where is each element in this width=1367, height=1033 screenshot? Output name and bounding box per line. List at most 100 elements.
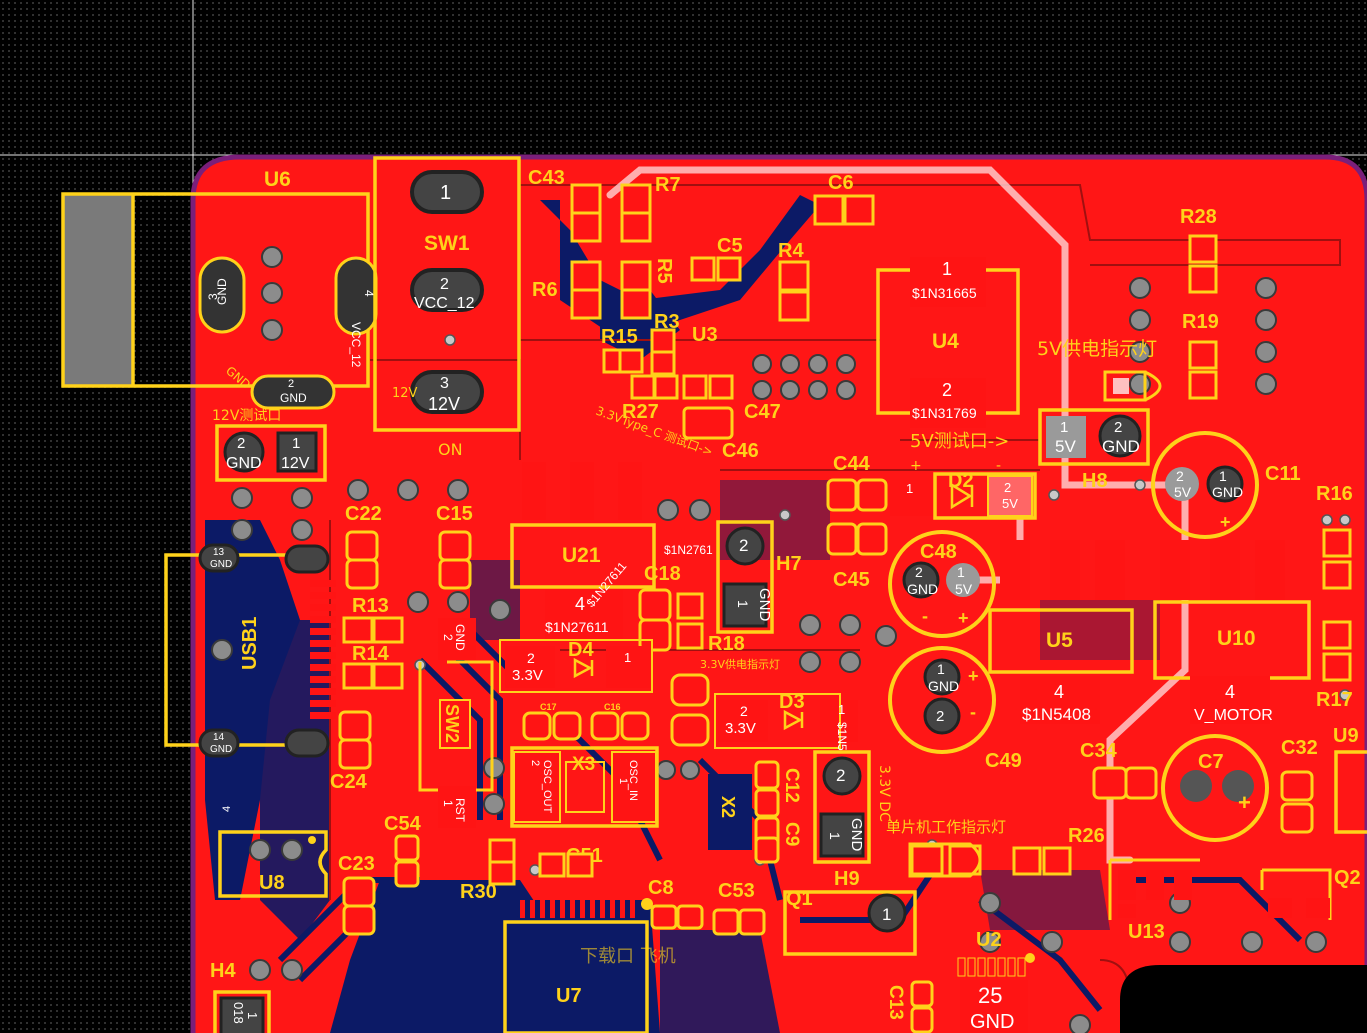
- c54-c23-u8[interactable]: C54 C23 U8 4: [218, 806, 422, 936]
- silk-components-u10: U10: [1217, 627, 1256, 650]
- sw2-reset[interactable]: SW2 GND 2 RST 1: [418, 618, 494, 828]
- u5-regulator[interactable]: U5 4 $1N5408: [988, 540, 1134, 724]
- silk-components-c49: C49: [985, 750, 1022, 772]
- h4-header[interactable]: H4 018 1: [210, 960, 271, 1033]
- silk-silk-notes-plus: +: [1238, 790, 1251, 815]
- silk-components-d3: D3: [779, 691, 805, 713]
- d2-diode[interactable]: 1 2 5V D2: [890, 470, 1037, 520]
- r16-r17[interactable]: R16 R17: [1316, 483, 1353, 711]
- u2-c13[interactable]: U2 25 GND C13: [885, 929, 1035, 1033]
- silk-pads-u2-25: 25: [978, 983, 1002, 1008]
- silk-components-c24: C24: [330, 771, 368, 793]
- u4-diode[interactable]: 1 $1N31665 U4 2 $1N31769: [876, 257, 1020, 428]
- silk-pads-u21-4: 4: [575, 594, 585, 614]
- silk-silk-notes-plus: +: [1220, 512, 1231, 532]
- silk-pads-usb-13: 13: [213, 547, 225, 558]
- silk-pads-u6-3: 3: [206, 293, 220, 300]
- silk-components-r27: R27: [622, 401, 659, 423]
- silk-silk-notes-minus: -: [922, 606, 928, 626]
- silk-components-u4: U4: [932, 330, 959, 353]
- silk-pads-rst-1: 1: [441, 800, 455, 807]
- silk-pads-d3-2: 2: [740, 703, 748, 719]
- silk-pads-h9-1: 1: [827, 832, 843, 840]
- c49-capacitor[interactable]: 1 GND 2 C49 + -: [888, 646, 1022, 772]
- silk-pads-x3-1: 1: [617, 778, 629, 784]
- silk-pads-u5-n: $1N5408: [1022, 705, 1091, 724]
- u13-q2[interactable]: U13 Q2: [1108, 858, 1361, 943]
- silk-pads-usb-gnd14: GND: [210, 744, 232, 755]
- silk-pads-u10-4: 4: [1225, 682, 1235, 702]
- sw1-switch[interactable]: 1 SW1 2 VCC_12 3 12V ON 12V: [373, 156, 521, 459]
- c34-c7-c32[interactable]: C34 C7 C32 U9 +: [1080, 725, 1367, 842]
- silk-pads-u4-n1: $1N31665: [912, 285, 977, 301]
- silk-pads-sw1-vcc: VCC_12: [414, 295, 475, 312]
- silk-pads-c11-5v: 5V: [1174, 484, 1192, 500]
- silk-components-c23: C23: [338, 853, 375, 875]
- silk-pads-d3-33: 3.3V: [725, 720, 756, 737]
- silk-silk-notes-plus: +: [968, 666, 979, 686]
- u7-mcu[interactable]: U7 下载口 飞机: [503, 900, 676, 1033]
- silk-pads-u4-2: 2: [942, 380, 952, 400]
- silk-pads-c49-gnd: GND: [928, 678, 959, 694]
- test-port-5v-h8[interactable]: 1 5V 2 GND H8 5V测试口-> + -: [910, 408, 1150, 492]
- silk-components-q2: Q2: [1334, 867, 1361, 889]
- silk-components-u21: U21: [562, 544, 601, 567]
- silk-pads-u6-gnd2: GND: [280, 391, 307, 405]
- silk-components-r17: R17: [1316, 689, 1353, 711]
- c44-c45[interactable]: C44 C45: [826, 453, 888, 591]
- c11-capacitor[interactable]: 2 5V 1 GND C11 +: [1151, 431, 1301, 539]
- silk-pads-h9-2: 2: [836, 766, 845, 785]
- silk-silk-notes-test5v: 5V测试口->: [910, 431, 1009, 452]
- silk-components-r5: R5: [653, 258, 675, 284]
- silk-components-c5: C5: [717, 235, 743, 257]
- h9-header[interactable]: 2 GND 1 H9 3.3V DC: [813, 750, 892, 890]
- silk-components-u2: U2: [976, 929, 1002, 951]
- silk-components-h8: H8: [1082, 470, 1108, 492]
- silk-components-r7: R7: [655, 174, 681, 196]
- silk-pads-d4-33: 3.3V: [512, 667, 543, 684]
- label-sw1: SW1: [424, 232, 470, 255]
- d3-diode[interactable]: 2 3.3V 1 $1N5 D3: [714, 691, 858, 751]
- silk-components-c53: C53: [718, 880, 755, 902]
- c18-r18[interactable]: C18 R18 3.3V供电指示灯: [638, 563, 780, 747]
- usb1-connector[interactable]: 13 GND 14 GND USB1: [164, 543, 336, 758]
- silk-pads-u4-n2: $1N31769: [912, 405, 977, 421]
- silk-pads-c48-gnd: GND: [907, 581, 938, 597]
- mcu-led-r26[interactable]: 单片机工作指示灯 R26: [886, 818, 1105, 878]
- c48-capacitor[interactable]: 2 GND 1 5V C48 - +: [888, 530, 996, 638]
- silk-pads-h4-1: 1: [245, 1012, 260, 1019]
- silk-silk-notes-test12v: 12V测试口: [212, 408, 281, 424]
- silk-components-c16: C16: [604, 702, 621, 712]
- silk-pads-u8-4: 4: [221, 806, 233, 812]
- silk-pads-j12-2: 2: [237, 435, 245, 452]
- x3-crystal[interactable]: C17 C16 X3 2 OSC_OUT 1 OSC_IN C51: [510, 702, 659, 878]
- u6-pad-gnd: GND: [215, 278, 229, 305]
- r30-c8-c53-q1[interactable]: R30 C8 C53 1 Q1: [460, 838, 917, 956]
- u10-regulator[interactable]: U10 4 V_MOTOR: [1153, 540, 1311, 724]
- silk-pads-u10-vm: V_MOTOR: [1194, 707, 1273, 724]
- d4-diode[interactable]: 2 3.3V 1 D4: [499, 639, 653, 693]
- x2-c12-c9[interactable]: X2 C12 C9: [708, 760, 802, 864]
- silk-pads-h8-5v: 5V: [1055, 437, 1076, 456]
- silk-components-c9: C9: [781, 822, 802, 846]
- silk-components-u8: U8: [259, 872, 285, 894]
- silk-components-c34: C34: [1080, 740, 1118, 762]
- silk-components-r28: R28: [1180, 206, 1217, 228]
- silk-components-r14: R14: [352, 643, 390, 665]
- silk-components-h7: H7: [776, 553, 802, 575]
- usb-passives[interactable]: C22 C15 R13 R14 C24: [330, 503, 473, 793]
- silk-pads-x3-in: OSC_IN: [627, 760, 639, 801]
- silk-pads-u6-2: 2: [288, 378, 294, 390]
- silk-pads-sw1-1: 1: [440, 182, 451, 204]
- test-port-12v[interactable]: 2 GND 1 12V 12V测试口: [212, 408, 327, 482]
- silk-pads-d3-n: $1N5: [835, 722, 849, 751]
- silk-pads-d4-1: 1: [624, 650, 631, 665]
- silk-components-r18: R18: [708, 633, 745, 655]
- u6-power-jack[interactable]: U6 GND 3 VCC_12 4 2 GND GND: [61, 168, 378, 410]
- silk-pads-c48-2: 2: [915, 564, 923, 580]
- h7-header[interactable]: 2 GND 1 H7: [716, 520, 802, 634]
- silk-silk-notes-dc33: 3.3V DC: [876, 765, 892, 822]
- silk-pads-j12-1: 1: [292, 435, 300, 452]
- silk-components-x3: X3: [572, 754, 595, 775]
